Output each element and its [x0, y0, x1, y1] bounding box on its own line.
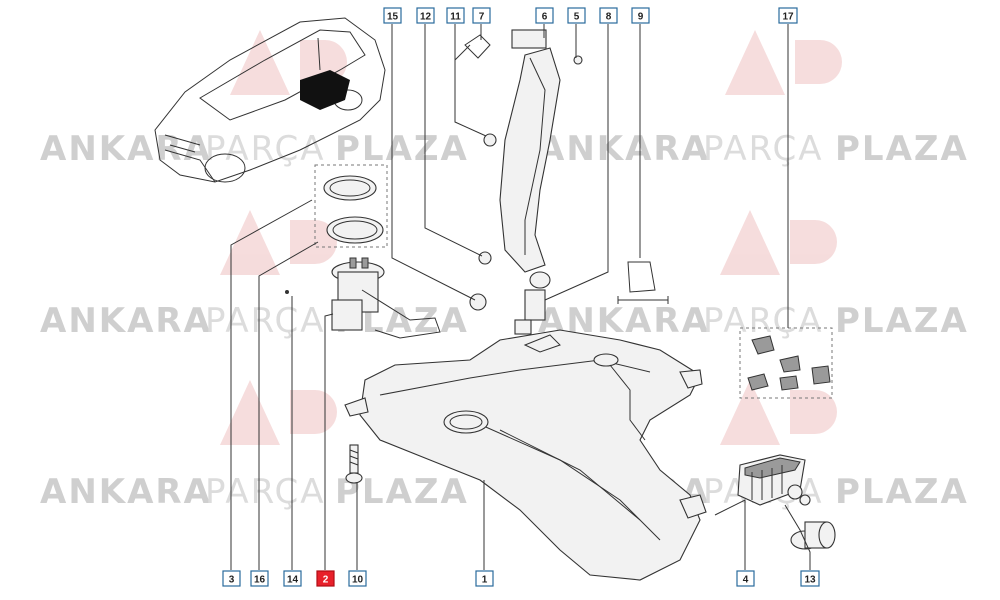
callout-2[interactable]: 2: [316, 570, 335, 587]
callout-11[interactable]: 11: [446, 7, 465, 24]
svg-text:PLAZA: PLAZA: [835, 472, 969, 512]
svg-text:9: 9: [638, 12, 644, 23]
callout-1[interactable]: 1: [475, 570, 494, 587]
watermark-row-2: ANKARA PARÇA PLAZA ANKARA PARÇA PLAZA: [40, 301, 969, 341]
car-outline-icon: [154, 17, 386, 183]
svg-text:13: 13: [804, 575, 816, 586]
svg-text:PARÇA: PARÇA: [205, 301, 326, 341]
svg-text:PARÇA: PARÇA: [703, 301, 824, 341]
bolt-icon: [483, 133, 497, 147]
svg-text:4: 4: [743, 575, 749, 586]
svg-text:6: 6: [542, 12, 548, 23]
callout-6[interactable]: 6: [535, 7, 554, 24]
svg-text:17: 17: [782, 12, 794, 23]
small-clip-icon: [285, 290, 289, 294]
svg-text:PARÇA: PARÇA: [205, 472, 326, 512]
filler-pipe-icon: [454, 29, 669, 335]
svg-text:PLAZA: PLAZA: [835, 301, 969, 341]
watermark-row-1: ANKARA PARÇA PLAZA ANKARA PARÇA PLAZA: [40, 129, 969, 169]
callout-5[interactable]: 5: [567, 7, 586, 24]
callout-9[interactable]: 9: [631, 7, 650, 24]
svg-text:PARÇA: PARÇA: [205, 129, 326, 169]
watermark-layer: ANKARA PARÇA PLAZA ANKARA PARÇA PLAZA AN…: [40, 30, 969, 512]
leader-lines: [230, 24, 811, 570]
svg-text:ANKARA: ANKARA: [538, 129, 710, 169]
callout-4[interactable]: 4: [736, 570, 755, 587]
svg-text:PLAZA: PLAZA: [835, 129, 969, 169]
callout-17[interactable]: 17: [778, 7, 798, 24]
svg-text:1: 1: [482, 575, 488, 586]
svg-text:2: 2: [323, 575, 329, 586]
callout-8[interactable]: 8: [599, 7, 618, 24]
svg-text:12: 12: [420, 12, 432, 23]
svg-text:14: 14: [287, 575, 299, 586]
tank-bolt-icon: [345, 444, 363, 484]
fuel-pump-icon: [285, 257, 441, 339]
callout-3[interactable]: 3: [222, 570, 241, 587]
hose-clamp-icon: [627, 261, 656, 293]
callout-16[interactable]: 16: [250, 570, 269, 587]
svg-text:PLAZA: PLAZA: [335, 129, 469, 169]
charcoal-canister-icon: [737, 454, 811, 506]
filler-cap-icon: [511, 29, 547, 49]
svg-text:10: 10: [352, 575, 364, 586]
pump-ring-group: [314, 164, 388, 248]
svg-text:3: 3: [229, 575, 235, 586]
callout-14[interactable]: 14: [283, 570, 302, 587]
fuel-tank-icon: [344, 329, 707, 581]
svg-text:5: 5: [574, 12, 580, 23]
callout-10[interactable]: 10: [348, 570, 367, 587]
callout-7[interactable]: 7: [472, 7, 491, 24]
svg-text:15: 15: [387, 12, 399, 23]
svg-text:11: 11: [450, 12, 461, 23]
svg-text:8: 8: [606, 12, 612, 23]
svg-text:ANKARA: ANKARA: [40, 129, 212, 169]
callout-12[interactable]: 12: [416, 7, 435, 24]
callout-13[interactable]: 13: [800, 570, 820, 587]
svg-text:ANKARA: ANKARA: [40, 472, 212, 512]
callout-15[interactable]: 15: [383, 7, 402, 24]
clips-group-icon: [739, 327, 833, 399]
svg-text:7: 7: [479, 12, 485, 23]
svg-text:ANKARA: ANKARA: [40, 301, 212, 341]
svg-text:PARÇA: PARÇA: [703, 129, 824, 169]
svg-text:16: 16: [254, 575, 266, 586]
